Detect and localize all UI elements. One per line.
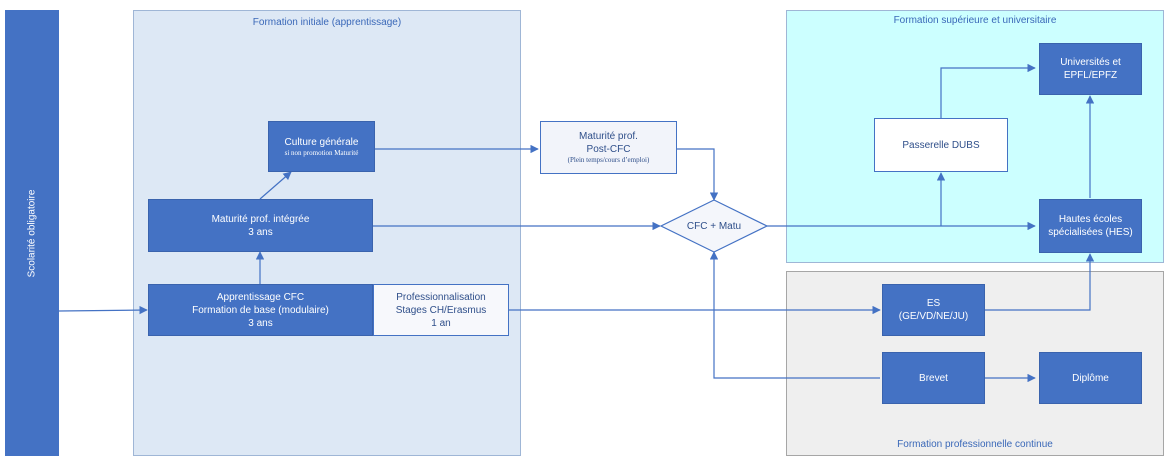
node-hes: Hautes écoles spécialisées (HES) [1039, 199, 1142, 253]
node-brevet: Brevet [882, 352, 985, 404]
arrow-dubs-to-uni [940, 63, 1036, 118]
region-formation-continue-title: Formation professionnelle continue [897, 439, 1053, 450]
prof-line2: Stages CH/Erasmus [395, 304, 487, 316]
node-maturite-post-cfc: Maturité prof. Post-CFC (Plein temps/cou… [540, 121, 677, 174]
cfcmatu-diamond [659, 199, 769, 253]
hes-line1: Hautes écoles [1058, 214, 1123, 225]
cfc-line1: Apprentissage CFC [216, 291, 305, 303]
cfcmatu-label: CFC + Matu [686, 220, 742, 232]
node-es: ES (GE/VD/NE/JU) [882, 284, 985, 336]
cfc-line2: Formation de base (modulaire) [192, 304, 329, 316]
culture-line1: Culture générale [284, 136, 359, 148]
cfc-line3: 3 ans [248, 317, 273, 329]
arrow-brevet-to-cfcmatu [709, 251, 880, 379]
node-apprentissage-cfc: Apprentissage CFC Formation de base (mod… [148, 284, 373, 336]
uni-line1: Universités et [1060, 57, 1121, 68]
uni-line2: EPFL/EPFZ [1063, 70, 1118, 81]
es-line1: ES [926, 298, 941, 309]
postcfc-line3: (Plein temps/cours d’emploi) [567, 156, 650, 164]
diplome-label: Diplôme [1072, 372, 1109, 384]
node-professionnalisation: Professionnalisation Stages CH/Erasmus 1… [373, 284, 509, 336]
dubs-label: Passerelle DUBS [902, 139, 980, 151]
node-maturite-integree: Maturité prof. intégrée 3 ans [148, 199, 373, 252]
mpi-line1: Maturité prof. intégrée [211, 213, 310, 225]
node-diplome: Diplôme [1039, 352, 1142, 404]
node-universites: Universités et EPFL/EPFZ [1039, 43, 1142, 95]
node-cfc-matu: CFC + Matu [674, 216, 754, 236]
culture-line2: si non promotion Maturité [284, 148, 359, 157]
node-passerelle-dubs: Passerelle DUBS [874, 118, 1008, 172]
arrow-scolarite-to-cfc [58, 305, 148, 315]
arrow-es-to-hes [985, 253, 1095, 311]
mpi-line2: 3 ans [248, 226, 273, 238]
brevet-label: Brevet [919, 372, 948, 384]
prof-line3: 1 an [431, 317, 451, 329]
arrow-mpi-to-culture [259, 171, 292, 200]
prof-line1: Professionnalisation [396, 291, 486, 303]
hes-line2: spécialisées (HES) [1048, 227, 1133, 238]
region-formation-initiale-title: Formation initiale (apprentissage) [252, 17, 402, 28]
postcfc-line2: Post-CFC [586, 144, 631, 155]
arrow-postcfc-to-cfcmatu [677, 148, 719, 201]
postcfc-line1: Maturité prof. [579, 131, 638, 142]
es-line2: (GE/VD/NE/JU) [898, 311, 969, 322]
region-formation-superieure-title: Formation supérieure et universitaire [893, 15, 1057, 26]
node-culture-generale: Culture générale si non promotion Maturi… [268, 121, 375, 172]
scolarite-obligatoire-bar: Scolarité obligatoire [5, 10, 59, 456]
